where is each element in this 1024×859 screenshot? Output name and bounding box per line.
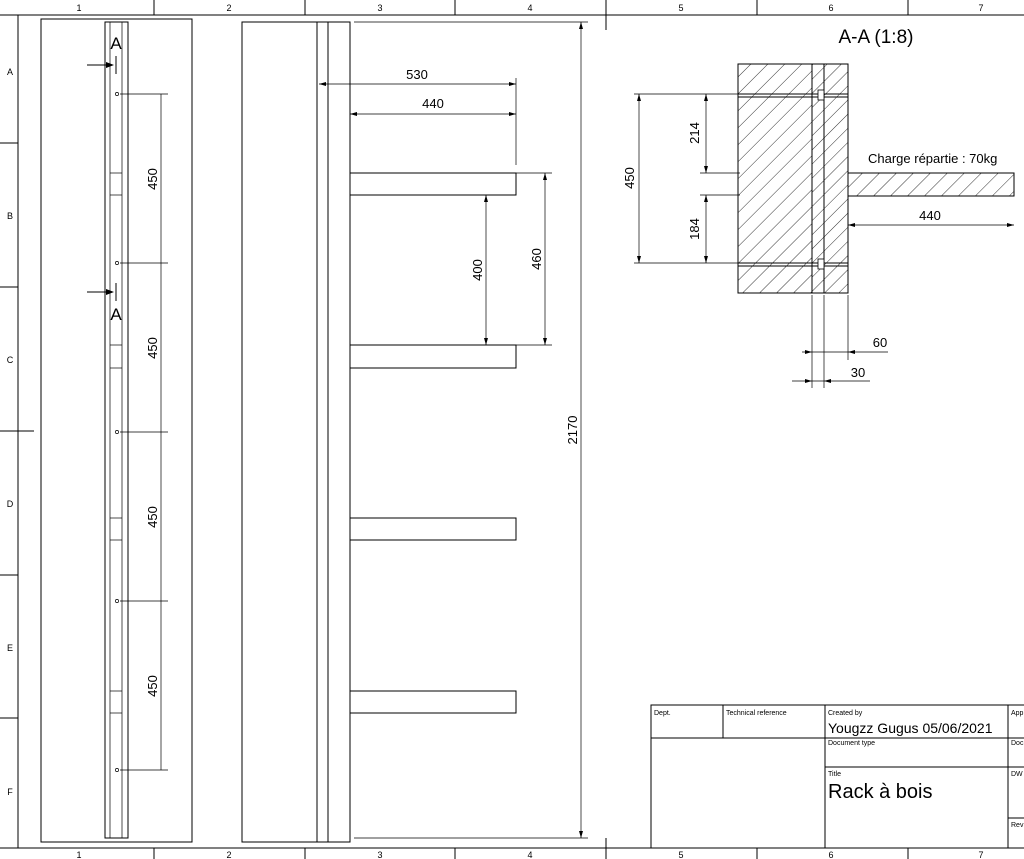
column-label: 4 bbox=[527, 850, 532, 859]
tech-ref-label: Technical reference bbox=[726, 710, 787, 717]
fixing-holes bbox=[115, 92, 119, 772]
row-label: D bbox=[7, 499, 14, 509]
row-label: B bbox=[7, 211, 13, 221]
dimension-label: 60 bbox=[873, 335, 887, 350]
column-labels-bottom: 1 2 3 4 5 6 7 bbox=[76, 850, 983, 859]
section-marker-label-bottom: A bbox=[110, 305, 122, 324]
section-title: A-A (1:8) bbox=[839, 27, 914, 48]
column-label: 4 bbox=[527, 3, 532, 13]
dept-label: Dept. bbox=[654, 710, 671, 717]
dimension-label: 440 bbox=[422, 96, 444, 111]
shelf bbox=[349, 172, 517, 196]
shelf-section bbox=[847, 172, 1015, 197]
dimension-label: 184 bbox=[687, 218, 702, 240]
dimension-label: 440 bbox=[919, 208, 941, 223]
column-label: 3 bbox=[377, 3, 382, 13]
screws bbox=[738, 89, 848, 270]
dimension-label: 450 bbox=[145, 168, 160, 190]
dimension-label: 460 bbox=[529, 248, 544, 270]
dwg-label: DW bbox=[1011, 771, 1023, 778]
front-view: A A 450 450 450 450 bbox=[40, 18, 193, 843]
column-label: 1 bbox=[76, 850, 81, 859]
dimension-label: 450 bbox=[145, 675, 160, 697]
column-label: 3 bbox=[377, 850, 382, 859]
column-labels-top: 1 2 3 4 5 6 7 bbox=[76, 3, 983, 13]
column-label: 2 bbox=[226, 850, 231, 859]
column-label: 1 bbox=[76, 3, 81, 13]
created-by-value: Yougzz Gugus 05/06/2021 bbox=[828, 720, 993, 736]
row-label: A bbox=[7, 67, 13, 77]
row-label: C bbox=[7, 355, 14, 365]
column-label: 2 bbox=[226, 3, 231, 13]
approved-label: App bbox=[1011, 710, 1024, 717]
side-upright bbox=[327, 21, 351, 843]
dimension-label: 214 bbox=[687, 122, 702, 144]
side-view: 530 440 400 460 2170 bbox=[241, 21, 588, 843]
drawing-title: Rack à bois bbox=[828, 781, 933, 803]
section-cut-marker: A A bbox=[87, 34, 122, 324]
section-dimensions: 450 214 184 440 60 bbox=[622, 93, 1014, 388]
column-label: 7 bbox=[978, 3, 983, 13]
column-label: 6 bbox=[828, 3, 833, 13]
created-by-label: Created by bbox=[828, 710, 863, 717]
doc-status-label: Doc bbox=[1011, 740, 1024, 747]
upright-section bbox=[823, 63, 849, 294]
doc-type-label: Document type bbox=[828, 740, 875, 747]
dimension-label: 2170 bbox=[565, 416, 580, 445]
column-label: 5 bbox=[678, 3, 683, 13]
row-label: E bbox=[7, 643, 13, 653]
shelf bbox=[349, 517, 517, 541]
dimension-label: 450 bbox=[145, 506, 160, 528]
zone-ticks bbox=[0, 0, 909, 859]
back-panel-section bbox=[737, 63, 813, 294]
shelf bbox=[349, 690, 517, 714]
dimension-label: 450 bbox=[622, 167, 637, 189]
front-spacing-dimensions: 450 450 450 450 bbox=[120, 93, 168, 771]
dimension-label: 400 bbox=[470, 259, 485, 281]
upright-post bbox=[104, 21, 129, 839]
back-panel-outline bbox=[40, 18, 193, 843]
title-label: Title bbox=[828, 771, 841, 778]
title-block: Dept. Technical reference Created by You… bbox=[650, 704, 1024, 849]
row-labels: A B C D E F bbox=[7, 67, 14, 797]
section-marker-label-top: A bbox=[110, 34, 122, 53]
side-dimensions: 530 440 400 460 2170 bbox=[319, 21, 588, 839]
column-label: 5 bbox=[678, 850, 683, 859]
shelf-brackets bbox=[110, 172, 122, 714]
shelf bbox=[349, 344, 517, 369]
section-view: A-A (1:8) Charge répartie : 70kg 450 bbox=[622, 27, 1015, 388]
row-label: F bbox=[7, 787, 13, 797]
column-label: 6 bbox=[828, 850, 833, 859]
dimension-label: 530 bbox=[406, 67, 428, 82]
dimension-label: 450 bbox=[145, 337, 160, 359]
dimension-label: 30 bbox=[851, 365, 865, 380]
column-label: 7 bbox=[978, 850, 983, 859]
rev-label: Rev bbox=[1011, 822, 1024, 829]
shelves bbox=[349, 172, 517, 714]
load-label: Charge répartie : 70kg bbox=[868, 151, 997, 166]
side-panel bbox=[241, 21, 318, 843]
